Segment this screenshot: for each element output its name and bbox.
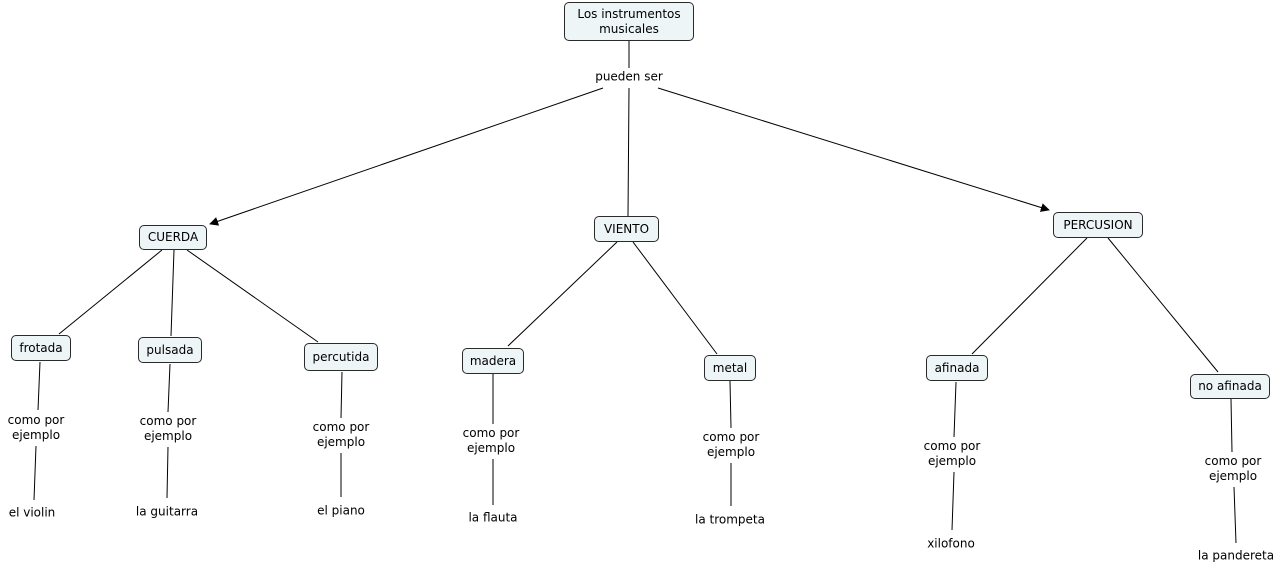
- linking-phrase-afinada: como por ejemplo: [920, 438, 984, 470]
- sub-percutida[interactable]: percutida: [304, 343, 378, 371]
- edge-no-afinada-to-link: [1230, 398, 1233, 453]
- edge-link-to-viento: [627, 87, 630, 217]
- linking-phrase-no-afinada: como por ejemplo: [1201, 453, 1265, 485]
- category-percusion[interactable]: PERCUSION: [1053, 212, 1143, 238]
- edge-link-to-cuerda: [209, 87, 604, 226]
- edge-percutida-to-link: [340, 371, 343, 419]
- example-xilofono[interactable]: xilofono: [927, 536, 975, 551]
- edge-afinada-to-link: [953, 381, 957, 438]
- example-la-guitarra[interactable]: la guitarra: [135, 504, 199, 519]
- example-el-piano[interactable]: el piano: [317, 503, 365, 518]
- edge-viento-to-metal: [632, 241, 718, 355]
- root-linking-phrase: pueden ser: [595, 68, 663, 86]
- edge-pulsada-to-link: [167, 363, 171, 413]
- linking-phrase-madera: como por ejemplo: [459, 425, 523, 457]
- linking-phrase-pulsada: como por ejemplo: [136, 413, 200, 445]
- edge-link-to-la-guitarra: [166, 446, 169, 499]
- sub-pulsada[interactable]: pulsada: [138, 337, 202, 363]
- edge-link-to-el-violin: [33, 445, 37, 501]
- example-la-pandereta[interactable]: la pandereta: [1197, 548, 1275, 563]
- sub-madera[interactable]: madera: [462, 348, 524, 374]
- edge-cuerda-to-frotada: [58, 249, 163, 335]
- category-cuerda[interactable]: CUERDA: [139, 225, 207, 250]
- linking-phrase-frotada: como por ejemplo: [4, 412, 68, 444]
- sub-metal[interactable]: metal: [704, 355, 756, 381]
- edge-link-to-percusion: [657, 87, 1050, 212]
- edge-viento-to-madera: [507, 241, 618, 347]
- edge-metal-to-link: [729, 380, 732, 429]
- edge-percusion-to-afinada: [971, 237, 1088, 355]
- root-concept[interactable]: Los instrumentos musicales: [564, 2, 694, 41]
- edge-cuerda-to-percutida: [186, 249, 319, 343]
- edge-percusion-to-no-afinada: [1107, 237, 1219, 373]
- edge-link-to-la-pandereta: [1233, 486, 1237, 544]
- linking-phrase-percutida: como por ejemplo: [309, 419, 373, 451]
- example-la-trompeta[interactable]: la trompeta: [695, 512, 765, 527]
- sub-frotada[interactable]: frotada: [11, 335, 71, 361]
- linking-phrase-metal: como por ejemplo: [699, 429, 763, 461]
- example-la-flauta[interactable]: la flauta: [468, 510, 518, 525]
- example-el-violin[interactable]: el violin: [8, 505, 56, 520]
- edge-link-to-xilofono: [951, 471, 955, 531]
- edge-frotada-to-link: [37, 361, 41, 411]
- category-viento[interactable]: VIENTO: [594, 216, 659, 242]
- sub-afinada[interactable]: afinada: [926, 355, 988, 381]
- edge-cuerda-to-pulsada: [170, 249, 175, 337]
- sub-no-afinada[interactable]: no afinada: [1190, 374, 1270, 399]
